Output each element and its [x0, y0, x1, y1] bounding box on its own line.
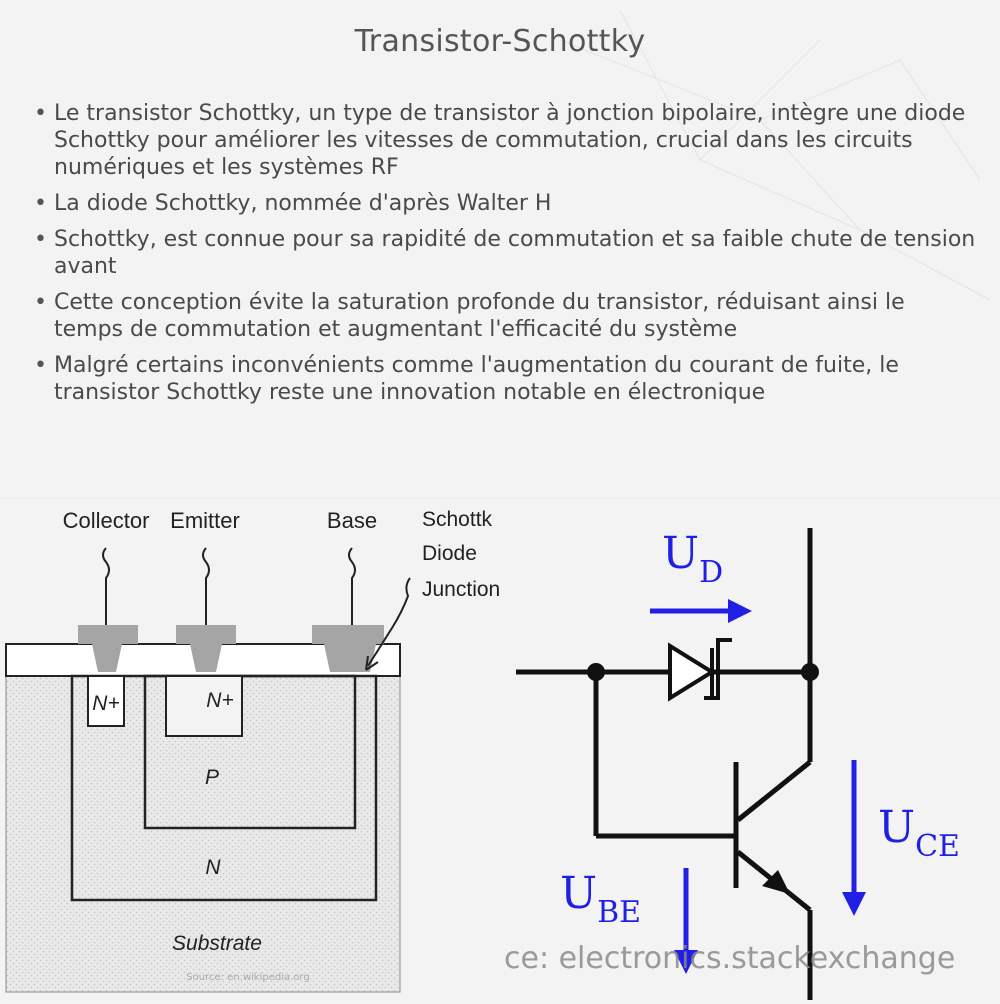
n-plus-left-region: [87, 675, 125, 727]
schottky-pointer: [367, 577, 411, 667]
schottky-circuit-diagram: UD UCE UBE ce: electronics.stackexchange: [500, 500, 1000, 1000]
emitter-arrowhead: [762, 870, 790, 894]
ube-main: U: [560, 868, 597, 919]
ud-arrowhead: [728, 599, 752, 623]
ube-label: UBE: [560, 868, 641, 930]
schottky-label-line3: Junction: [422, 578, 500, 601]
circuit-svg: UD UCE UBE ce: electronics.stackexchange: [504, 528, 960, 1000]
n-label: N: [205, 856, 221, 879]
bullet-item: Cette conception évite la saturation pro…: [28, 289, 978, 343]
ud-main: U: [662, 528, 699, 579]
source-label: Source: en.wikipedia.org: [186, 972, 309, 983]
diode-schottky-bar: [704, 638, 732, 700]
n-plus-right-region: [165, 675, 243, 737]
bullet-item: Schottky, est connue pour sa rapidité de…: [28, 226, 978, 280]
collector-lead-line: [736, 760, 812, 822]
uce-arrowhead: [842, 892, 866, 916]
schottky-arrowhead: [365, 655, 379, 671]
emitter-lead: [202, 547, 210, 625]
substrate-label: Substrate: [172, 932, 262, 955]
base-contact: [312, 625, 384, 672]
ud-sub: D: [699, 555, 723, 590]
bullet-list: Le transistor Schottky, un type de trans…: [28, 100, 978, 415]
collector-label: Collector: [63, 508, 150, 533]
emitter-contact: [176, 625, 236, 672]
base-label: Base: [327, 508, 377, 533]
uce-main: U: [878, 802, 915, 853]
ube-sub: BE: [597, 895, 641, 930]
cross-section-svg: Collector Emitter Base Schottk Diode Jun…: [5, 508, 500, 993]
base-lead: [348, 547, 356, 625]
n-plus-left-label: N+: [92, 692, 119, 715]
collector-lead: [102, 547, 110, 625]
ud-label: UD: [662, 528, 723, 590]
bullet-item: Malgré certains inconvénients comme l'au…: [28, 352, 978, 406]
emitter-label: Emitter: [170, 508, 240, 533]
page-title: Transistor-Schottky: [354, 24, 646, 59]
junction-dot-left: [587, 663, 605, 681]
schottky-label-line1: Schottk: [422, 508, 493, 531]
n-plus-right-label: N+: [206, 689, 233, 712]
p-region: [143, 674, 357, 830]
uce-label: UCE: [878, 802, 960, 864]
uce-sub: CE: [915, 829, 960, 864]
junction-dot-right: [801, 663, 819, 681]
p-label: P: [205, 766, 219, 789]
collector-contact: [78, 625, 138, 672]
schottky-label-line2: Diode: [422, 542, 477, 565]
cross-section-diagram: Collector Emitter Base Schottk Diode Jun…: [0, 500, 500, 1000]
bullet-item: Le transistor Schottky, un type de trans…: [28, 100, 978, 181]
diode-triangle: [668, 642, 716, 702]
ube-arrowhead: [674, 950, 698, 974]
circuit-source-label: ce: electronics.stackexchange: [504, 941, 955, 976]
bullet-item: La diode Schottky, nommée d'après Walter…: [28, 190, 978, 217]
